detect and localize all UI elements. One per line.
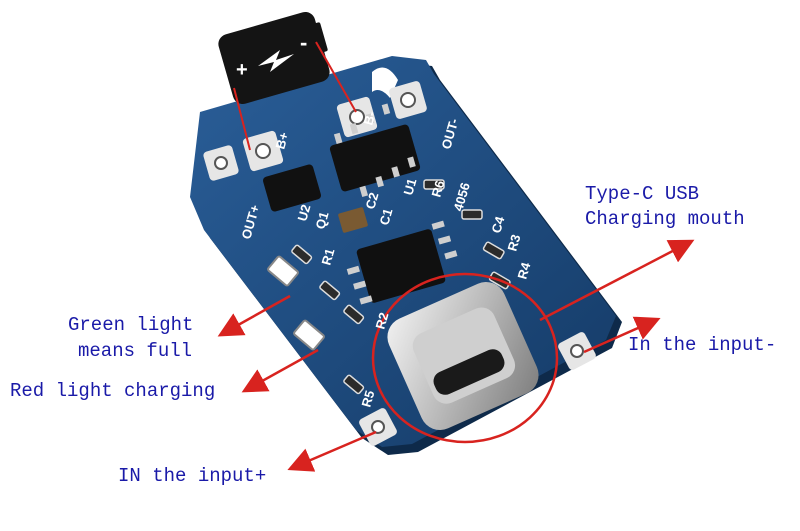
label-input-plus: IN the input+ <box>118 465 267 487</box>
silk-r5: R5 <box>358 389 377 409</box>
silk-q1: Q1 <box>312 210 331 231</box>
led-green <box>267 255 299 287</box>
silk-r4: R4 <box>514 260 533 281</box>
arrow-green-led <box>217 294 291 337</box>
silk-u2: U2 <box>294 203 313 223</box>
silk-b-minus: B- <box>360 110 378 127</box>
label-typec-line1: Type-C USB <box>585 183 700 205</box>
silk-c1: C1 <box>376 207 395 227</box>
silk-r6: R6 <box>428 179 447 199</box>
chip-u2 <box>262 164 322 212</box>
capacitor-c2 <box>338 207 368 233</box>
battery-minus-sign: - <box>300 30 307 55</box>
label-input-minus: In the input- <box>628 334 777 356</box>
arrow-typec <box>539 239 695 322</box>
label-green-line2: means full <box>78 340 193 362</box>
silk-b-plus: B+ <box>272 130 291 151</box>
pad-b-minus <box>336 96 378 138</box>
pad-in-minus <box>558 332 596 370</box>
usb-type-c-port <box>387 281 539 431</box>
battery-icon: + - <box>218 11 330 105</box>
pad-b-plus <box>242 130 284 172</box>
silk-r1: R1 <box>318 247 337 267</box>
arrow-red-led <box>241 348 319 393</box>
usb-highlight-circle <box>371 272 559 444</box>
led-red <box>293 319 325 351</box>
resistors <box>291 179 511 395</box>
silk-r2: R2 <box>372 311 391 331</box>
silk-r3: R3 <box>504 233 523 253</box>
silk-c4: C4 <box>488 214 507 235</box>
silk-u1: U1 <box>400 177 419 197</box>
label-typec-line2: Charging mouth <box>585 208 745 230</box>
pad-out-plus <box>203 145 239 181</box>
label-green-line1: Green light <box>68 314 194 336</box>
battery-plus-sign: + <box>236 59 248 81</box>
battery-minus-wire <box>315 41 357 113</box>
silk-c2: C2 <box>362 191 381 211</box>
battery-plus-wire <box>233 87 251 151</box>
arrow-input-minus <box>583 316 661 354</box>
chip-u1 <box>329 103 421 198</box>
arrow-input-plus <box>287 430 377 472</box>
pad-out-minus <box>389 81 427 119</box>
label-red-light: Red light charging <box>10 380 216 402</box>
